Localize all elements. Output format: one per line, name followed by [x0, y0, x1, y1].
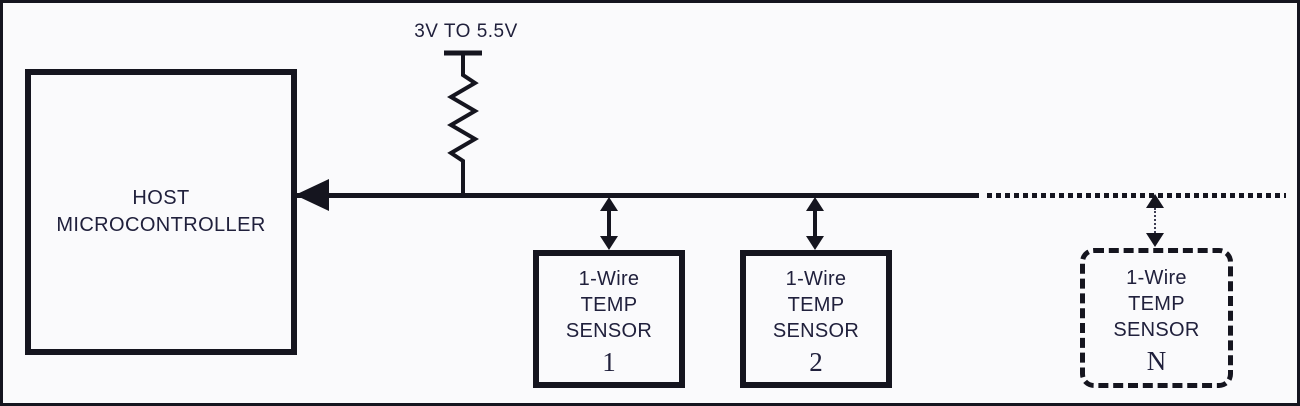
- bus-connection-arrow-1: [600, 197, 618, 250]
- pullup-resistor-icon: [444, 50, 482, 197]
- supply-voltage-label: 3V TO 5.5V: [414, 21, 518, 42]
- sensor-label-line: TEMP: [1128, 292, 1185, 315]
- sensor-number: 1: [602, 346, 616, 377]
- arrow-up-icon: [1146, 194, 1164, 208]
- sensor-label-line: SENSOR: [772, 319, 860, 342]
- sensor-label-line: TEMP: [580, 293, 638, 316]
- host-label-line2: MICROCONTROLLER: [56, 214, 266, 236]
- bus-connection-arrow-2: [806, 197, 824, 250]
- arrow-down-icon: [806, 236, 824, 250]
- sensor-label-line: TEMP: [787, 293, 845, 316]
- sensor-label-line: 1-Wire: [785, 267, 847, 290]
- one-wire-bus-line-dashed: [987, 193, 1286, 198]
- bus-connection-arrow-n: [1146, 194, 1164, 247]
- sensor-label-line: SENSOR: [565, 319, 653, 342]
- sensor-label-line: 1-Wire: [1126, 266, 1187, 289]
- sensor-number: N: [1146, 345, 1167, 376]
- arrow-shaft-dotted: [1154, 208, 1156, 233]
- sensor-label-line: 1-Wire: [578, 267, 640, 290]
- temp-sensor-box-1: 1-Wire TEMP SENSOR 1: [533, 250, 685, 388]
- temp-sensor-box-n: 1-Wire TEMP SENSOR N: [1080, 248, 1233, 388]
- temp-sensor-box-2: 1-Wire TEMP SENSOR 2: [740, 250, 892, 388]
- arrow-shaft: [813, 211, 817, 236]
- arrow-shaft: [607, 211, 611, 236]
- arrow-up-icon: [806, 197, 824, 211]
- sensor-number: 2: [809, 346, 823, 377]
- arrow-down-icon: [1146, 233, 1164, 247]
- sensor-label-line: SENSOR: [1113, 318, 1200, 341]
- arrow-up-icon: [600, 197, 618, 211]
- arrow-down-icon: [600, 236, 618, 250]
- one-wire-bus-line: [297, 193, 979, 198]
- host-label-line1: HOST: [132, 187, 190, 209]
- host-label: HOST MICROCONTROLLER: [56, 185, 265, 239]
- host-microcontroller-box: HOST MICROCONTROLLER: [25, 69, 297, 355]
